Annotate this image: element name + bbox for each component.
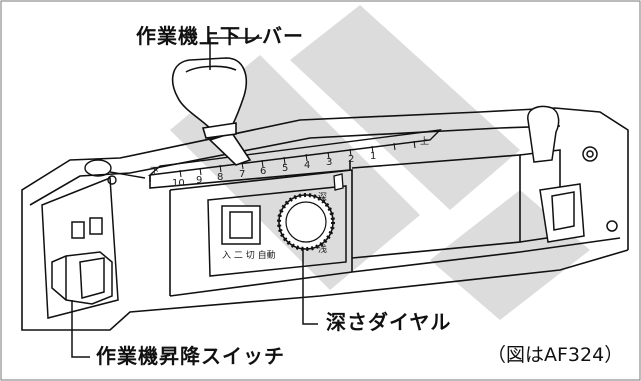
- right-lever-assembly: [527, 105, 618, 243]
- depth-dial: [277, 193, 335, 251]
- scale-number: 10: [172, 178, 185, 189]
- scale-up-mark: 上: [420, 137, 430, 147]
- switch-mode-text: 入 二 切 自動: [222, 251, 276, 261]
- depth-dial-label: 深さダイヤル: [326, 310, 452, 334]
- leader-lines: [71, 37, 318, 358]
- lever-scale-ticks: [179, 140, 416, 178]
- dial-shallow-mark: 浅: [318, 245, 328, 255]
- scale-number: 4: [304, 160, 311, 171]
- scale-number: 8: [217, 172, 224, 183]
- scale-number: 9: [196, 175, 203, 186]
- scale-number: 7: [239, 169, 246, 180]
- scale-down-mark: 下: [150, 167, 160, 177]
- dial-deep-mark: 深: [318, 193, 328, 203]
- scale-number: 3: [326, 157, 333, 168]
- lift-lever-label: 作業機上下レバー: [136, 24, 304, 48]
- scale-number: 5: [282, 163, 289, 174]
- depth-rod: [333, 173, 344, 191]
- key-cable: [84, 159, 146, 185]
- lever-scale-plate: [147, 129, 442, 182]
- auto-switch-box: [207, 185, 347, 277]
- console-body: [21, 107, 629, 331]
- scale-number: 1: [370, 151, 377, 162]
- scale-number: 2: [348, 154, 355, 165]
- lift-lever: [171, 57, 252, 166]
- scale-number: 6: [260, 166, 267, 177]
- figure-caption: （図はAF324）: [487, 344, 624, 366]
- lift-switch-label: 作業機昇降スイッチ: [96, 344, 285, 368]
- lift-switch-panel: [41, 176, 119, 319]
